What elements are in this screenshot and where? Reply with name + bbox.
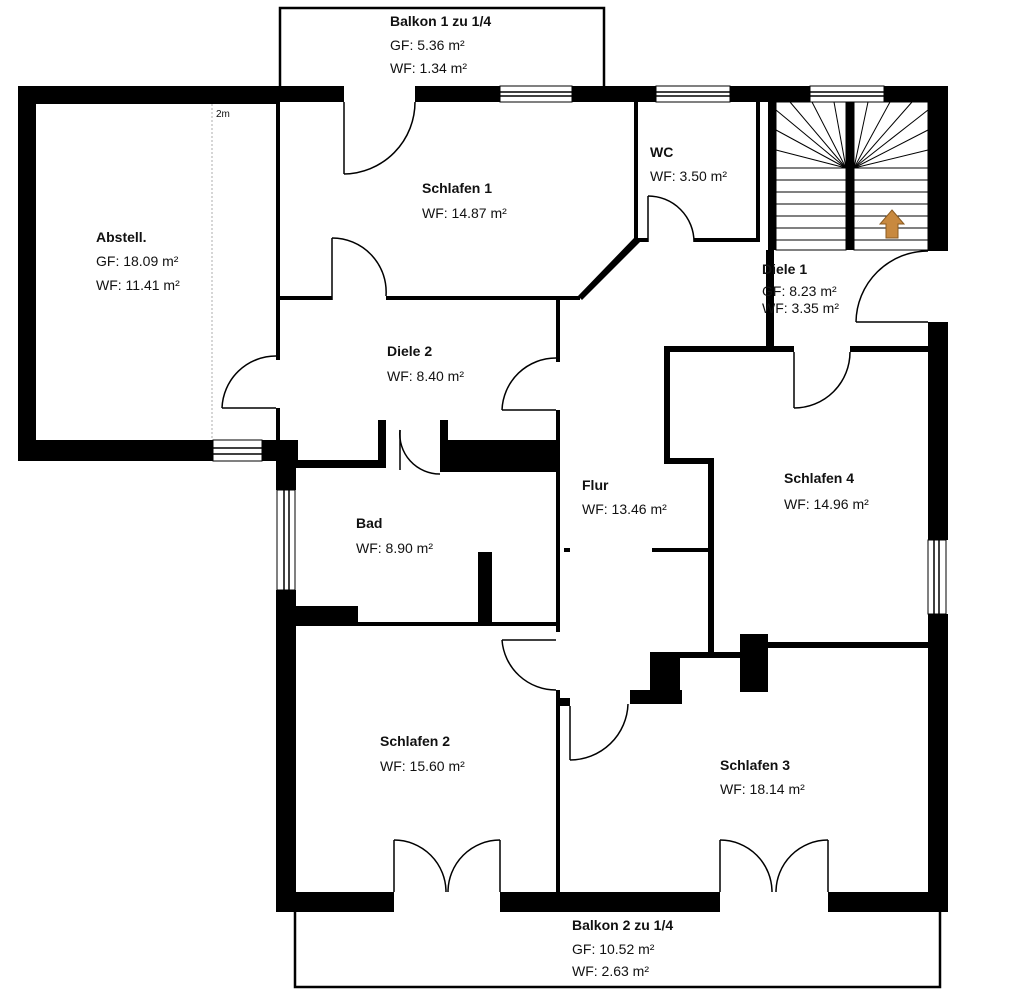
room-schlafen-3: Schlafen 3 WF: 18.14 m² bbox=[720, 757, 805, 797]
room-name: Balkon 1 zu 1/4 bbox=[390, 13, 491, 29]
bottom-exterior-wall bbox=[276, 892, 948, 912]
room-wf: WF: 3.35 m² bbox=[762, 300, 839, 316]
room-wf: WF: 15.60 m² bbox=[380, 758, 465, 774]
room-wf: WF: 11.41 m² bbox=[96, 277, 180, 293]
room-wf: WF: 8.90 m² bbox=[356, 540, 433, 556]
door-swings bbox=[221, 101, 929, 893]
right-exterior-wall bbox=[928, 322, 948, 912]
storage-walls bbox=[18, 86, 298, 461]
room-wf: WF: 14.87 m² bbox=[422, 205, 507, 221]
room-wf: WF: 8.40 m² bbox=[387, 368, 464, 384]
room-gf: GF: 8.23 m² bbox=[762, 283, 837, 299]
room-schlafen-1: Schlafen 1 WF: 14.87 m² bbox=[422, 180, 507, 221]
room-wf: WF: 18.14 m² bbox=[720, 781, 805, 797]
left-exterior-wall bbox=[276, 440, 296, 912]
room-wf: WF: 13.46 m² bbox=[582, 501, 667, 517]
room-bad: Bad WF: 8.90 m² bbox=[356, 515, 433, 556]
scale-label: 2m bbox=[216, 109, 230, 120]
room-name: Diele 2 bbox=[387, 343, 432, 359]
balcony-2-outline bbox=[293, 912, 942, 989]
room-gf: GF: 10.52 m² bbox=[572, 941, 655, 957]
room-gf: GF: 18.09 m² bbox=[96, 253, 179, 269]
room-name: Schlafen 3 bbox=[720, 757, 790, 773]
room-name: Schlafen 2 bbox=[380, 733, 450, 749]
room-wf: WF: 3.50 m² bbox=[650, 168, 727, 184]
room-flur: Flur WF: 13.46 m² bbox=[582, 477, 667, 517]
stair-direction-arrow-icon bbox=[878, 209, 906, 239]
room-abstell: Abstell. GF: 18.09 m² WF: 11.41 m² bbox=[96, 229, 180, 293]
room-name: Abstell. bbox=[96, 229, 147, 245]
room-name: Diele 1 bbox=[762, 261, 807, 277]
room-wf: WF: 1.34 m² bbox=[390, 60, 467, 76]
staircase bbox=[775, 101, 929, 251]
room-schlafen-4: Schlafen 4 WF: 14.96 m² bbox=[784, 470, 869, 512]
room-name: Flur bbox=[582, 477, 609, 493]
room-diele-2: Diele 2 WF: 8.40 m² bbox=[387, 343, 464, 384]
top-exterior-wall bbox=[280, 86, 948, 251]
room-wf: WF: 14.96 m² bbox=[784, 496, 869, 512]
balcony-1-outline bbox=[278, 6, 606, 86]
room-name: Schlafen 1 bbox=[422, 180, 492, 196]
room-wf: WF: 2.63 m² bbox=[572, 963, 649, 979]
room-name: Bad bbox=[356, 515, 382, 531]
room-gf: GF: 5.36 m² bbox=[390, 37, 465, 53]
interior-walls bbox=[276, 102, 930, 892]
room-wc: WC WF: 3.50 m² bbox=[650, 144, 727, 184]
room-name: WC bbox=[650, 144, 673, 160]
room-balkon-1: Balkon 1 zu 1/4 GF: 5.36 m² WF: 1.34 m² bbox=[390, 13, 491, 76]
room-name: Balkon 2 zu 1/4 bbox=[572, 917, 673, 933]
room-diele-1: Diele 1 GF: 8.23 m² WF: 3.35 m² bbox=[762, 261, 839, 316]
room-schlafen-2: Schlafen 2 WF: 15.60 m² bbox=[380, 733, 465, 774]
room-balkon-2: Balkon 2 zu 1/4 GF: 10.52 m² WF: 2.63 m² bbox=[572, 917, 673, 979]
windows bbox=[212, 85, 947, 615]
room-name: Schlafen 4 bbox=[784, 470, 854, 486]
